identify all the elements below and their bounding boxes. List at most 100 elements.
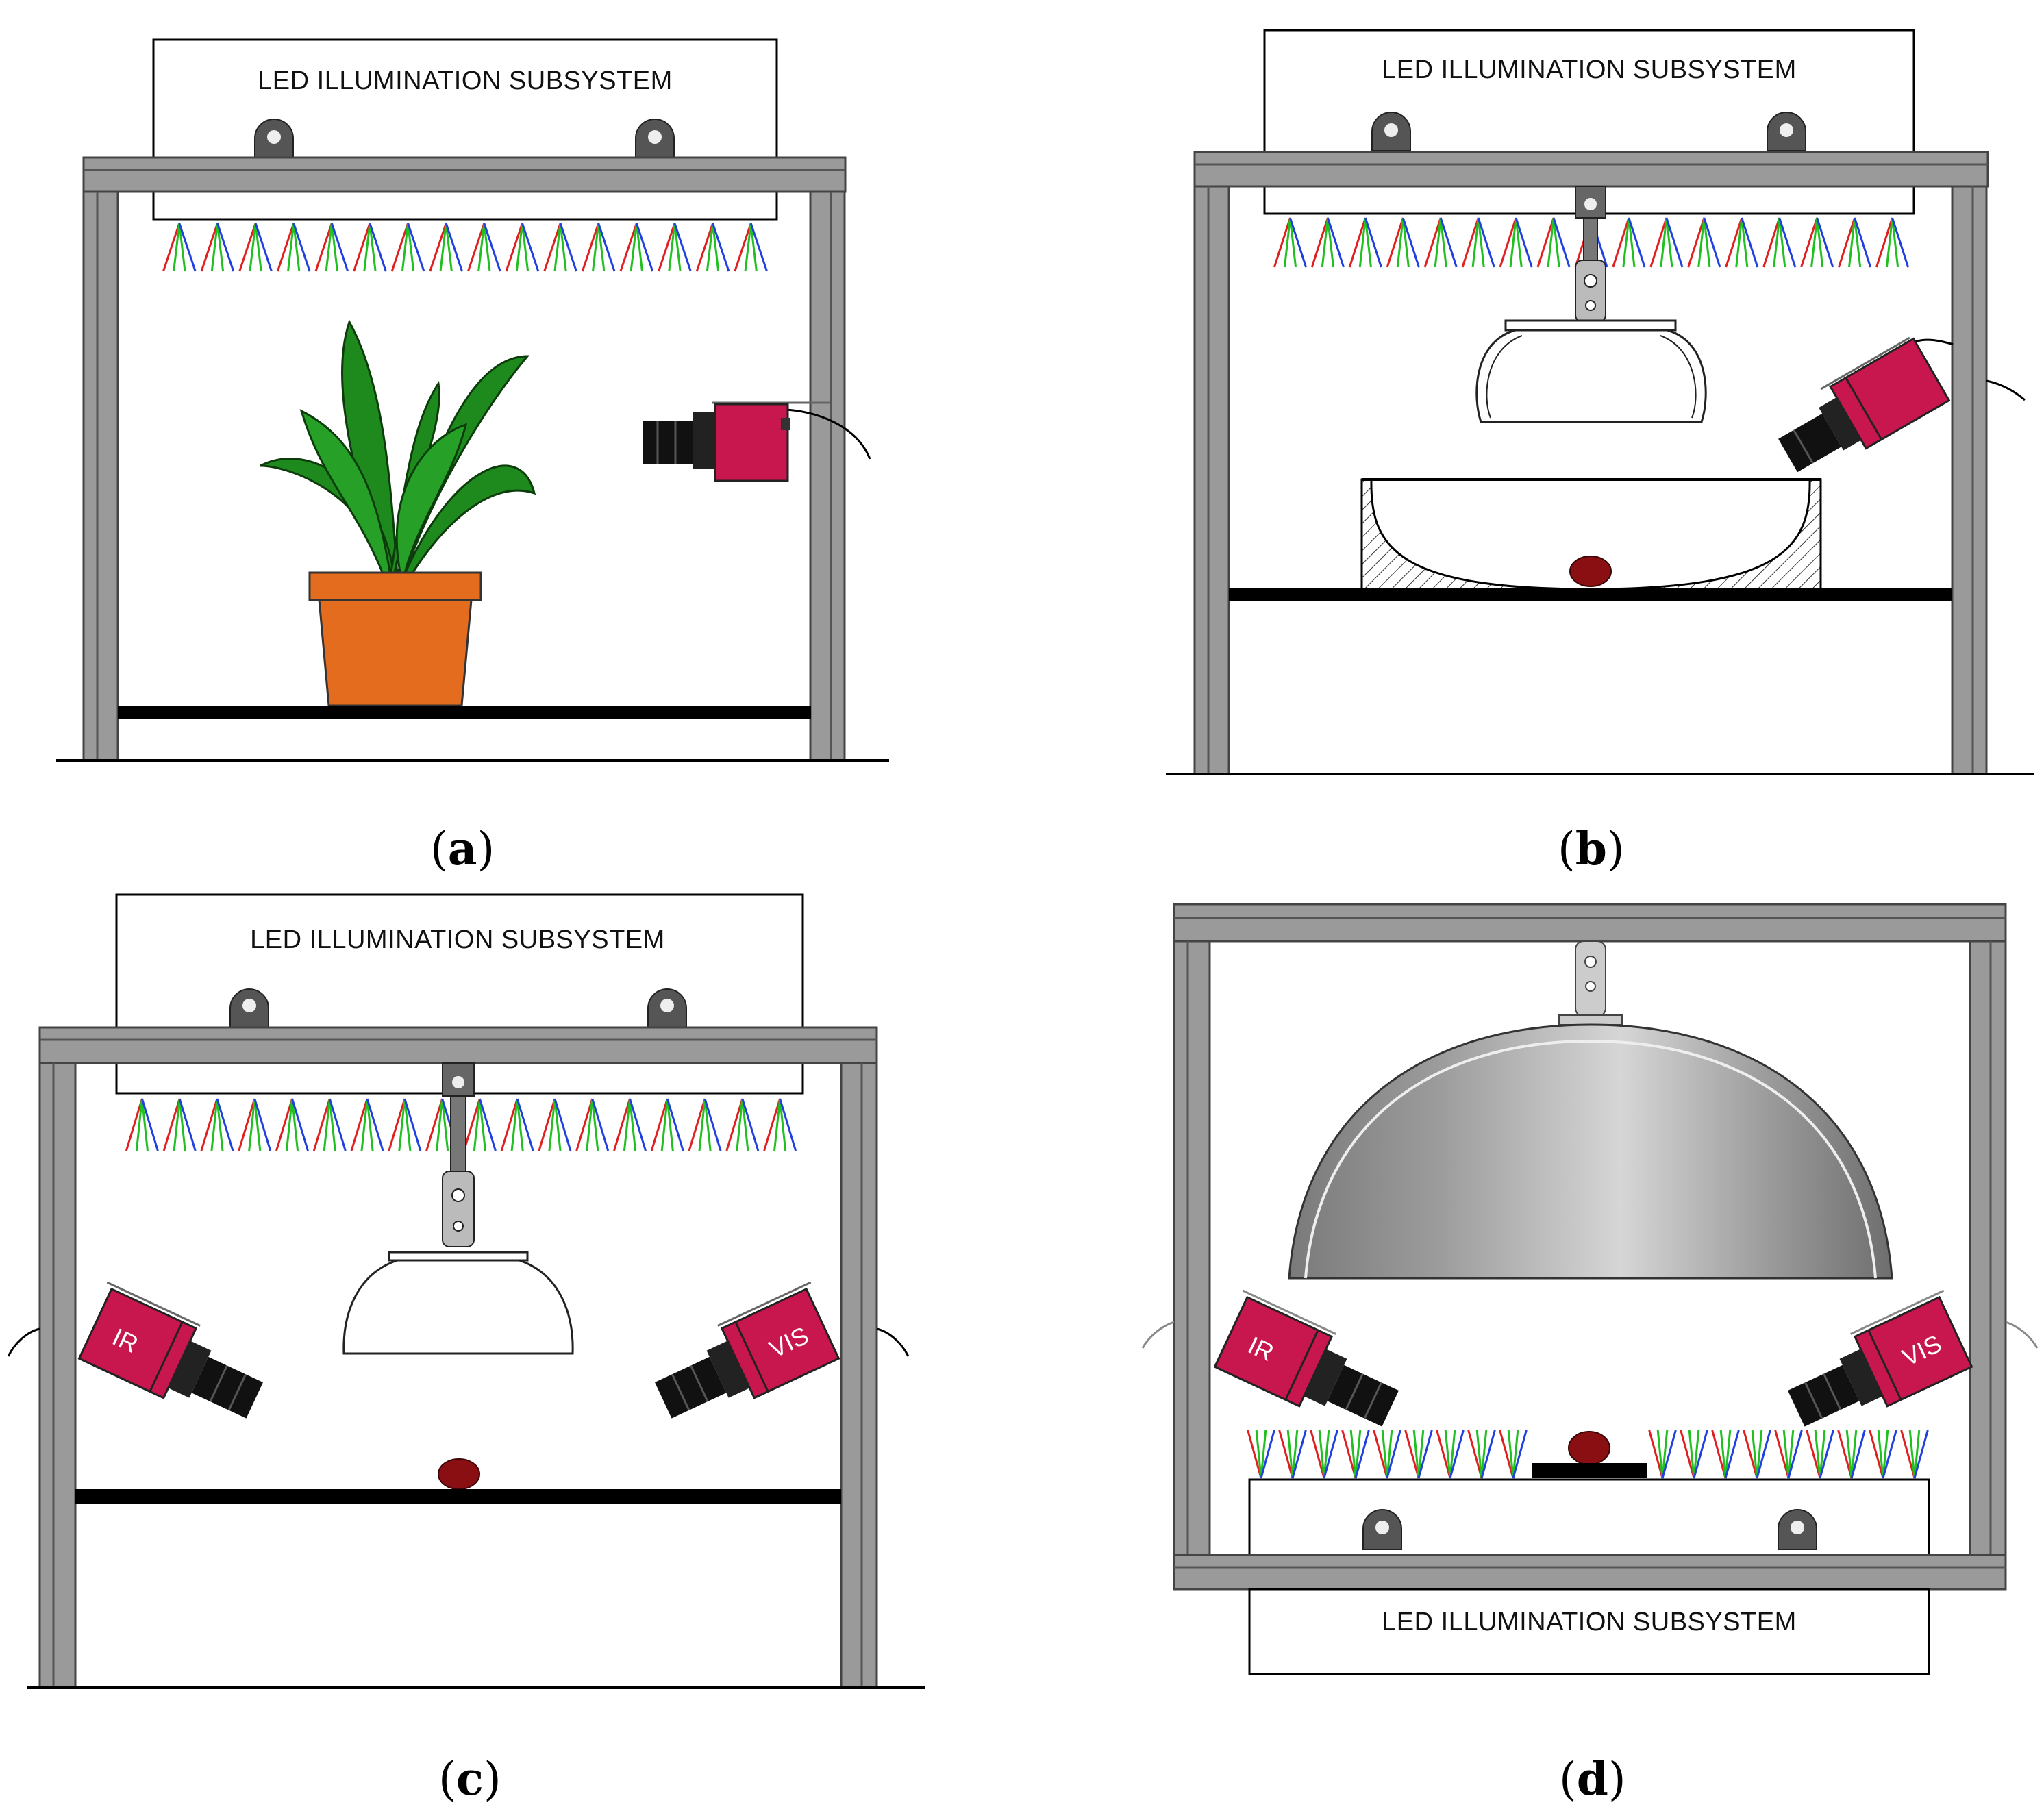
led-beam [360,1098,369,1151]
led-beam [1386,1430,1401,1479]
led-beam [1291,1430,1307,1479]
led-beam [763,1098,782,1151]
led-beam [1439,217,1458,268]
led-beam [1326,217,1345,268]
led-beam [1364,217,1372,268]
led-box [1248,1588,1930,1675]
frame-bottom-beam [1173,1554,2007,1591]
led-beam [1423,217,1442,268]
led-beam [538,1098,556,1151]
led-beam [238,223,257,272]
led-beam [1348,217,1367,268]
led-beam [725,1098,744,1151]
led-beam [462,1098,481,1151]
hemisphere-bowl [1360,478,1822,592]
panel-d: IR VIS LED ILLUMINATION [1141,903,2039,1806]
led-beam [1837,1430,1853,1479]
led-array [125,1098,797,1151]
led-beam [1806,1430,1821,1479]
led-beam [1762,217,1781,268]
led-beam [1260,1430,1267,1479]
led-mount-icon [635,119,675,158]
led-beam [1908,1430,1916,1479]
caption-c: (c) [438,1752,501,1806]
led-beam [1693,1430,1708,1479]
led-beam [666,1098,674,1151]
led-beam [521,223,540,272]
sample-stage [1532,1463,1647,1478]
led-beam [553,223,562,272]
led-beam [779,1098,797,1151]
led-beam [658,223,676,272]
shelf [118,706,811,719]
led-beam [1273,217,1291,268]
led-beam [1255,1430,1262,1479]
led-beam [425,1098,444,1151]
led-beam [253,1098,272,1151]
led-beam [285,1098,293,1151]
led-beam [292,223,301,272]
led-beam [1310,217,1329,268]
plant-icon [260,319,536,577]
led-beam [736,1098,744,1151]
led-beam [1354,1430,1370,1479]
led-beam [1444,1430,1451,1479]
led-beam [1778,217,1786,268]
sample [438,1458,480,1490]
led-beam [1787,1430,1803,1479]
led-beam [216,223,235,272]
led-beam [1358,217,1367,268]
led-beam [1318,1430,1325,1479]
led-beam [673,223,692,272]
led-label: LED ILLUMINATION SUBSYSTEM [1382,55,1797,84]
led-beam [734,223,752,272]
led-beam [200,1098,219,1151]
led-beam [623,1098,631,1151]
led-beam [1782,1430,1790,1479]
led-beam [1850,1430,1858,1479]
led-array [1273,217,1910,268]
led-beam [436,1098,444,1151]
led-beam [668,223,676,272]
led-beam [1396,217,1404,268]
caption-a: (a) [430,822,495,875]
led-beam [1354,1430,1362,1479]
led-beam [1854,217,1872,268]
led-beam [1693,1430,1700,1479]
led-mount-icon [1362,1509,1402,1550]
led-beam [478,1098,486,1151]
led-beam [1810,217,1819,268]
led-beam [1499,217,1517,268]
led-beam [1364,217,1382,268]
led-beam [712,223,730,272]
led-beam [248,1098,256,1151]
led-beam [1471,217,1480,268]
led-beam [216,1098,224,1151]
led-beam [1628,217,1646,268]
led-beam [698,1098,706,1151]
led-beam [1877,1430,1884,1479]
led-beam [553,1098,572,1151]
led-beam [597,223,616,272]
frame-right-post [809,190,846,762]
led-beam [1401,217,1420,268]
led-beam [1552,217,1571,268]
led-beam [1800,217,1819,268]
led-beam [703,1098,722,1151]
frame-right-post [1969,940,2007,1565]
led-beam [178,223,186,272]
caption-b: (b) [1558,822,1625,875]
led-mount-icon [254,119,294,158]
led-beam [1417,1430,1425,1479]
led-beam [388,1098,406,1151]
led-beam [390,223,409,272]
led-beam [516,1098,534,1151]
camera-icon [1778,336,1954,473]
led-beam [350,1098,369,1151]
led-beam [1900,1430,1916,1479]
led-beam [749,223,758,272]
led-beam [330,223,349,272]
vis-camera-icon: VIS [1787,1289,1973,1427]
led-beam [543,223,562,272]
